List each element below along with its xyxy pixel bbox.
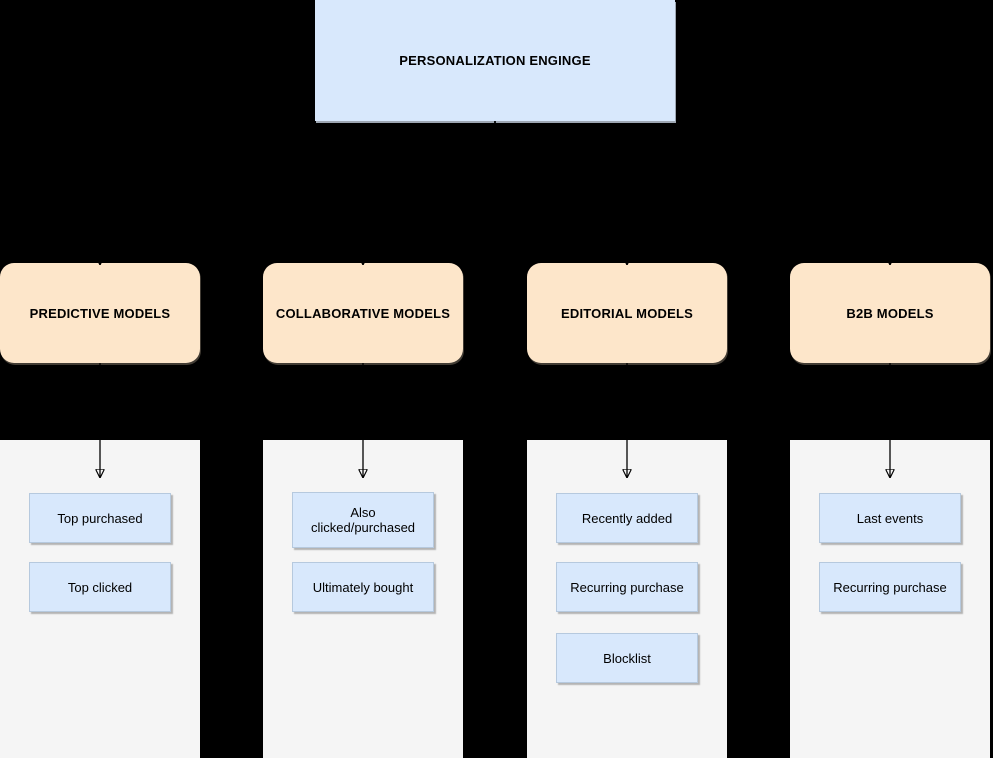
item-top-clicked: Top clicked	[29, 562, 171, 612]
root-node-label: PERSONALIZATION ENGINGE	[399, 53, 591, 68]
connector-root-to-predictive	[100, 121, 496, 265]
category-node-collaborative-models: COLLABORATIVE MODELS	[263, 263, 463, 363]
item-recently-added: Recently added	[556, 493, 698, 543]
category-node-label: COLLABORATIVE MODELS	[275, 305, 451, 321]
category-node-label: PREDICTIVE MODELS	[29, 305, 171, 321]
item-recurring-purchase: Recurring purchase	[556, 562, 698, 612]
category-node-label: EDITORIAL MODELS	[560, 305, 693, 321]
connector-root-to-b2b	[494, 121, 890, 265]
connector-root-to-editorial	[494, 121, 627, 265]
group-editorial-items: Recently added Recurring purchase Blockl…	[527, 440, 727, 758]
category-node-b2b-models: B2B MODELS	[790, 263, 990, 363]
item-ultimately-bought: Ultimately bought	[292, 562, 434, 612]
category-node-label: B2B MODELS	[846, 305, 934, 321]
item-last-events: Last events	[819, 493, 961, 543]
group-b2b-items: Last events Recurring purchase	[790, 440, 990, 758]
item-top-purchased: Top purchased	[29, 493, 171, 543]
category-node-predictive-models: PREDICTIVE MODELS	[0, 263, 200, 363]
root-node-personalization-engine: PERSONALIZATION ENGINGE	[315, 0, 675, 121]
item-recurring-purchase-b2b: Recurring purchase	[819, 562, 961, 612]
group-collaborative-items: Also clicked/purchased Ultimately bought	[263, 440, 463, 758]
group-predictive-items: Top purchased Top clicked	[0, 440, 200, 758]
category-node-editorial-models: EDITORIAL MODELS	[527, 263, 727, 363]
item-also-clicked-purchased: Also clicked/purchased	[292, 492, 434, 548]
connector-root-to-collaborative	[363, 121, 496, 265]
item-blocklist: Blocklist	[556, 633, 698, 683]
